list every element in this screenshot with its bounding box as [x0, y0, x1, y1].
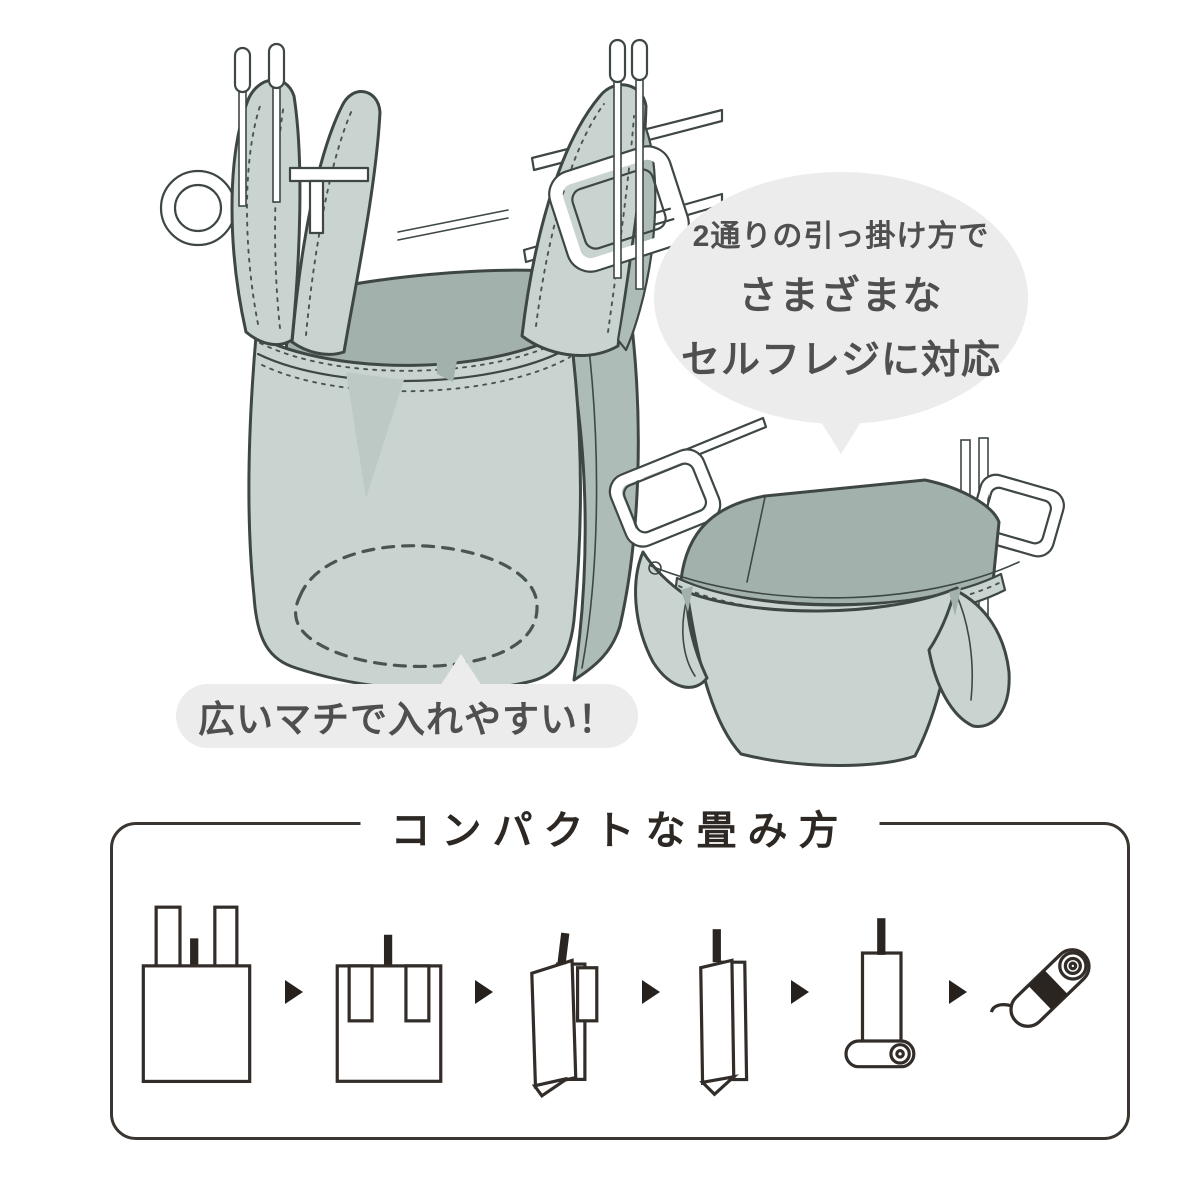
- left-strap-front: [230, 78, 302, 346]
- folding-section: コンパクトな畳み方: [110, 798, 1130, 1140]
- open-bag-left-wing: [634, 550, 709, 689]
- folding-step-4-icon: [698, 929, 748, 1097]
- folding-steps-row: [113, 825, 1127, 1137]
- step-arrow-icon: [284, 980, 303, 1004]
- rim-notch-left: [681, 586, 693, 612]
- hook-bubble-tail: [816, 414, 866, 454]
- step-arrow-icon: [790, 980, 809, 1004]
- bag-front-body: [247, 328, 582, 692]
- open-bag-front: [685, 586, 959, 767]
- hem-stitch-bottom: [261, 356, 571, 393]
- step-arrow-icon: [474, 980, 493, 1004]
- right-hanging-hook: [548, 145, 690, 273]
- side-seam-line: [581, 339, 598, 669]
- right-drawstring-cords: [608, 38, 649, 290]
- left-drawstring-cords: [233, 42, 370, 235]
- folding-step-2-icon: [335, 934, 442, 1083]
- front-shadow-fold: [346, 372, 404, 498]
- folding-step-3-icon: [529, 932, 598, 1099]
- step-arrow-icon: [948, 980, 967, 1004]
- folding-step-5-icon: [843, 918, 915, 1069]
- gusset-feature-bubble: 広いマチで入れやすい！: [176, 684, 638, 748]
- step-arrow-icon: [641, 980, 660, 1004]
- left-hanging-hook: [608, 448, 722, 548]
- open-bag-interior: [679, 478, 1001, 607]
- rim-cord: [650, 561, 1020, 599]
- hook-bubble-line2: さまざまな: [738, 275, 944, 318]
- bag-front-illustration: [159, 38, 724, 692]
- hook-bubble-line1: 2通りの引っ掛け方で: [692, 220, 990, 253]
- bag-side-panel: [562, 308, 640, 682]
- hem-notch: [436, 333, 462, 382]
- bag-open-illustration: [608, 416, 1065, 767]
- folding-step-6-icon: [989, 948, 1091, 1028]
- hook-bubble-line3: セルフレジに対応: [680, 339, 1001, 382]
- gusset-bubble-text: 広いマチで入れやすい！: [198, 699, 616, 740]
- right-strap-group: [520, 38, 690, 357]
- folding-section-title: コンパクトな畳み方: [360, 798, 880, 856]
- folding-step-1-icon: [141, 905, 251, 1084]
- hem-stitch-top: [259, 335, 571, 372]
- gusset-bubble-tail: [440, 654, 482, 686]
- cord-toggle-bar: [288, 166, 370, 183]
- rim-notch-right: [949, 588, 961, 616]
- hook-feature-bubble: 2通りの引っ掛け方で さまざまな セルフレジに対応: [654, 172, 1028, 424]
- hem-line: [256, 344, 574, 383]
- left-loop-handle: [159, 169, 237, 247]
- open-bag-right-wing: [927, 588, 1011, 728]
